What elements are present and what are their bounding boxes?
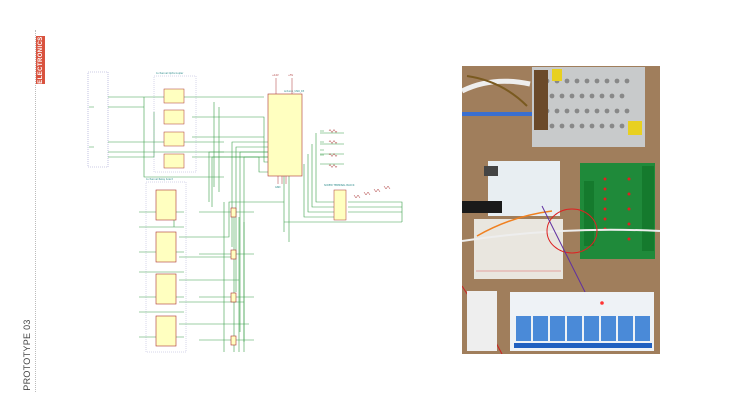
section-tag: ELECTRONICS (36, 36, 45, 84)
power-5v-label: +5V (288, 74, 294, 77)
arduino-block: Arduino_UNO_R3 +12V +5V GND (267, 74, 305, 189)
connector-label: SCREW TERMINAL BLOCK (324, 184, 355, 187)
mcu-label: Arduino_UNO_R3 (284, 90, 305, 93)
power-12v-label: +12V (272, 74, 279, 77)
opto-title: 4-channel Optocoupler (156, 72, 183, 75)
page-label-text: PROTOTYPE 03 (22, 319, 32, 391)
terminal-strip (467, 291, 497, 351)
breadboard (474, 219, 563, 279)
relay-block: 4-channel Relay board (145, 178, 237, 353)
circuit-schematic: 4-channel Optocoupler Arduino_UNO_R3 +12… (87, 71, 403, 353)
section-tag-label: ELECTRONICS (37, 36, 44, 84)
ground-label: GND (275, 186, 281, 189)
prototype-photo (462, 66, 660, 354)
margin-rule (35, 30, 36, 392)
page-label: PROTOTYPE 03 (12, 319, 42, 390)
optocoupler-block: 4-channel Optocoupler (153, 72, 197, 173)
relay-title: 4-channel Relay board (146, 178, 173, 181)
